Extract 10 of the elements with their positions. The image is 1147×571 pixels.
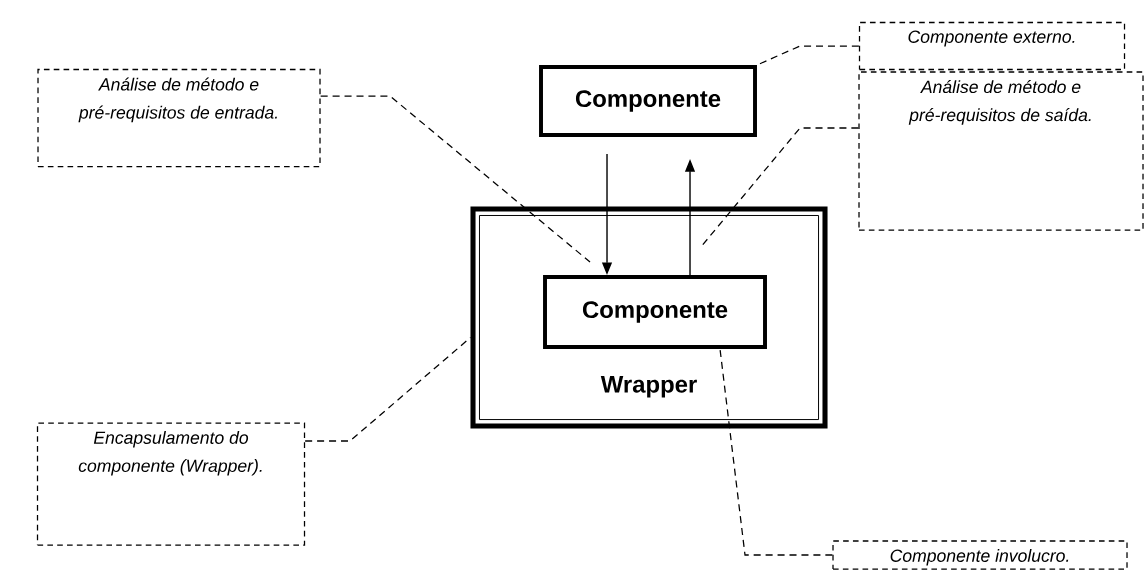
note-box: Componente involucro. (832, 540, 1128, 570)
component-box: Componente (539, 65, 757, 137)
component-box: Componente (543, 275, 767, 349)
note-box: Análise de método e pré-requisitos de entrada. (37, 68, 321, 168)
note-box: Componente externo. (858, 21, 1126, 71)
note-box: Encapsulamento do componente (Wrapper). (36, 422, 306, 546)
note-box: Análise de método e pré-requisitos de saída. (858, 71, 1144, 231)
leader-line (719, 348, 833, 556)
leader-line (756, 45, 860, 66)
leader-line (320, 95, 591, 263)
